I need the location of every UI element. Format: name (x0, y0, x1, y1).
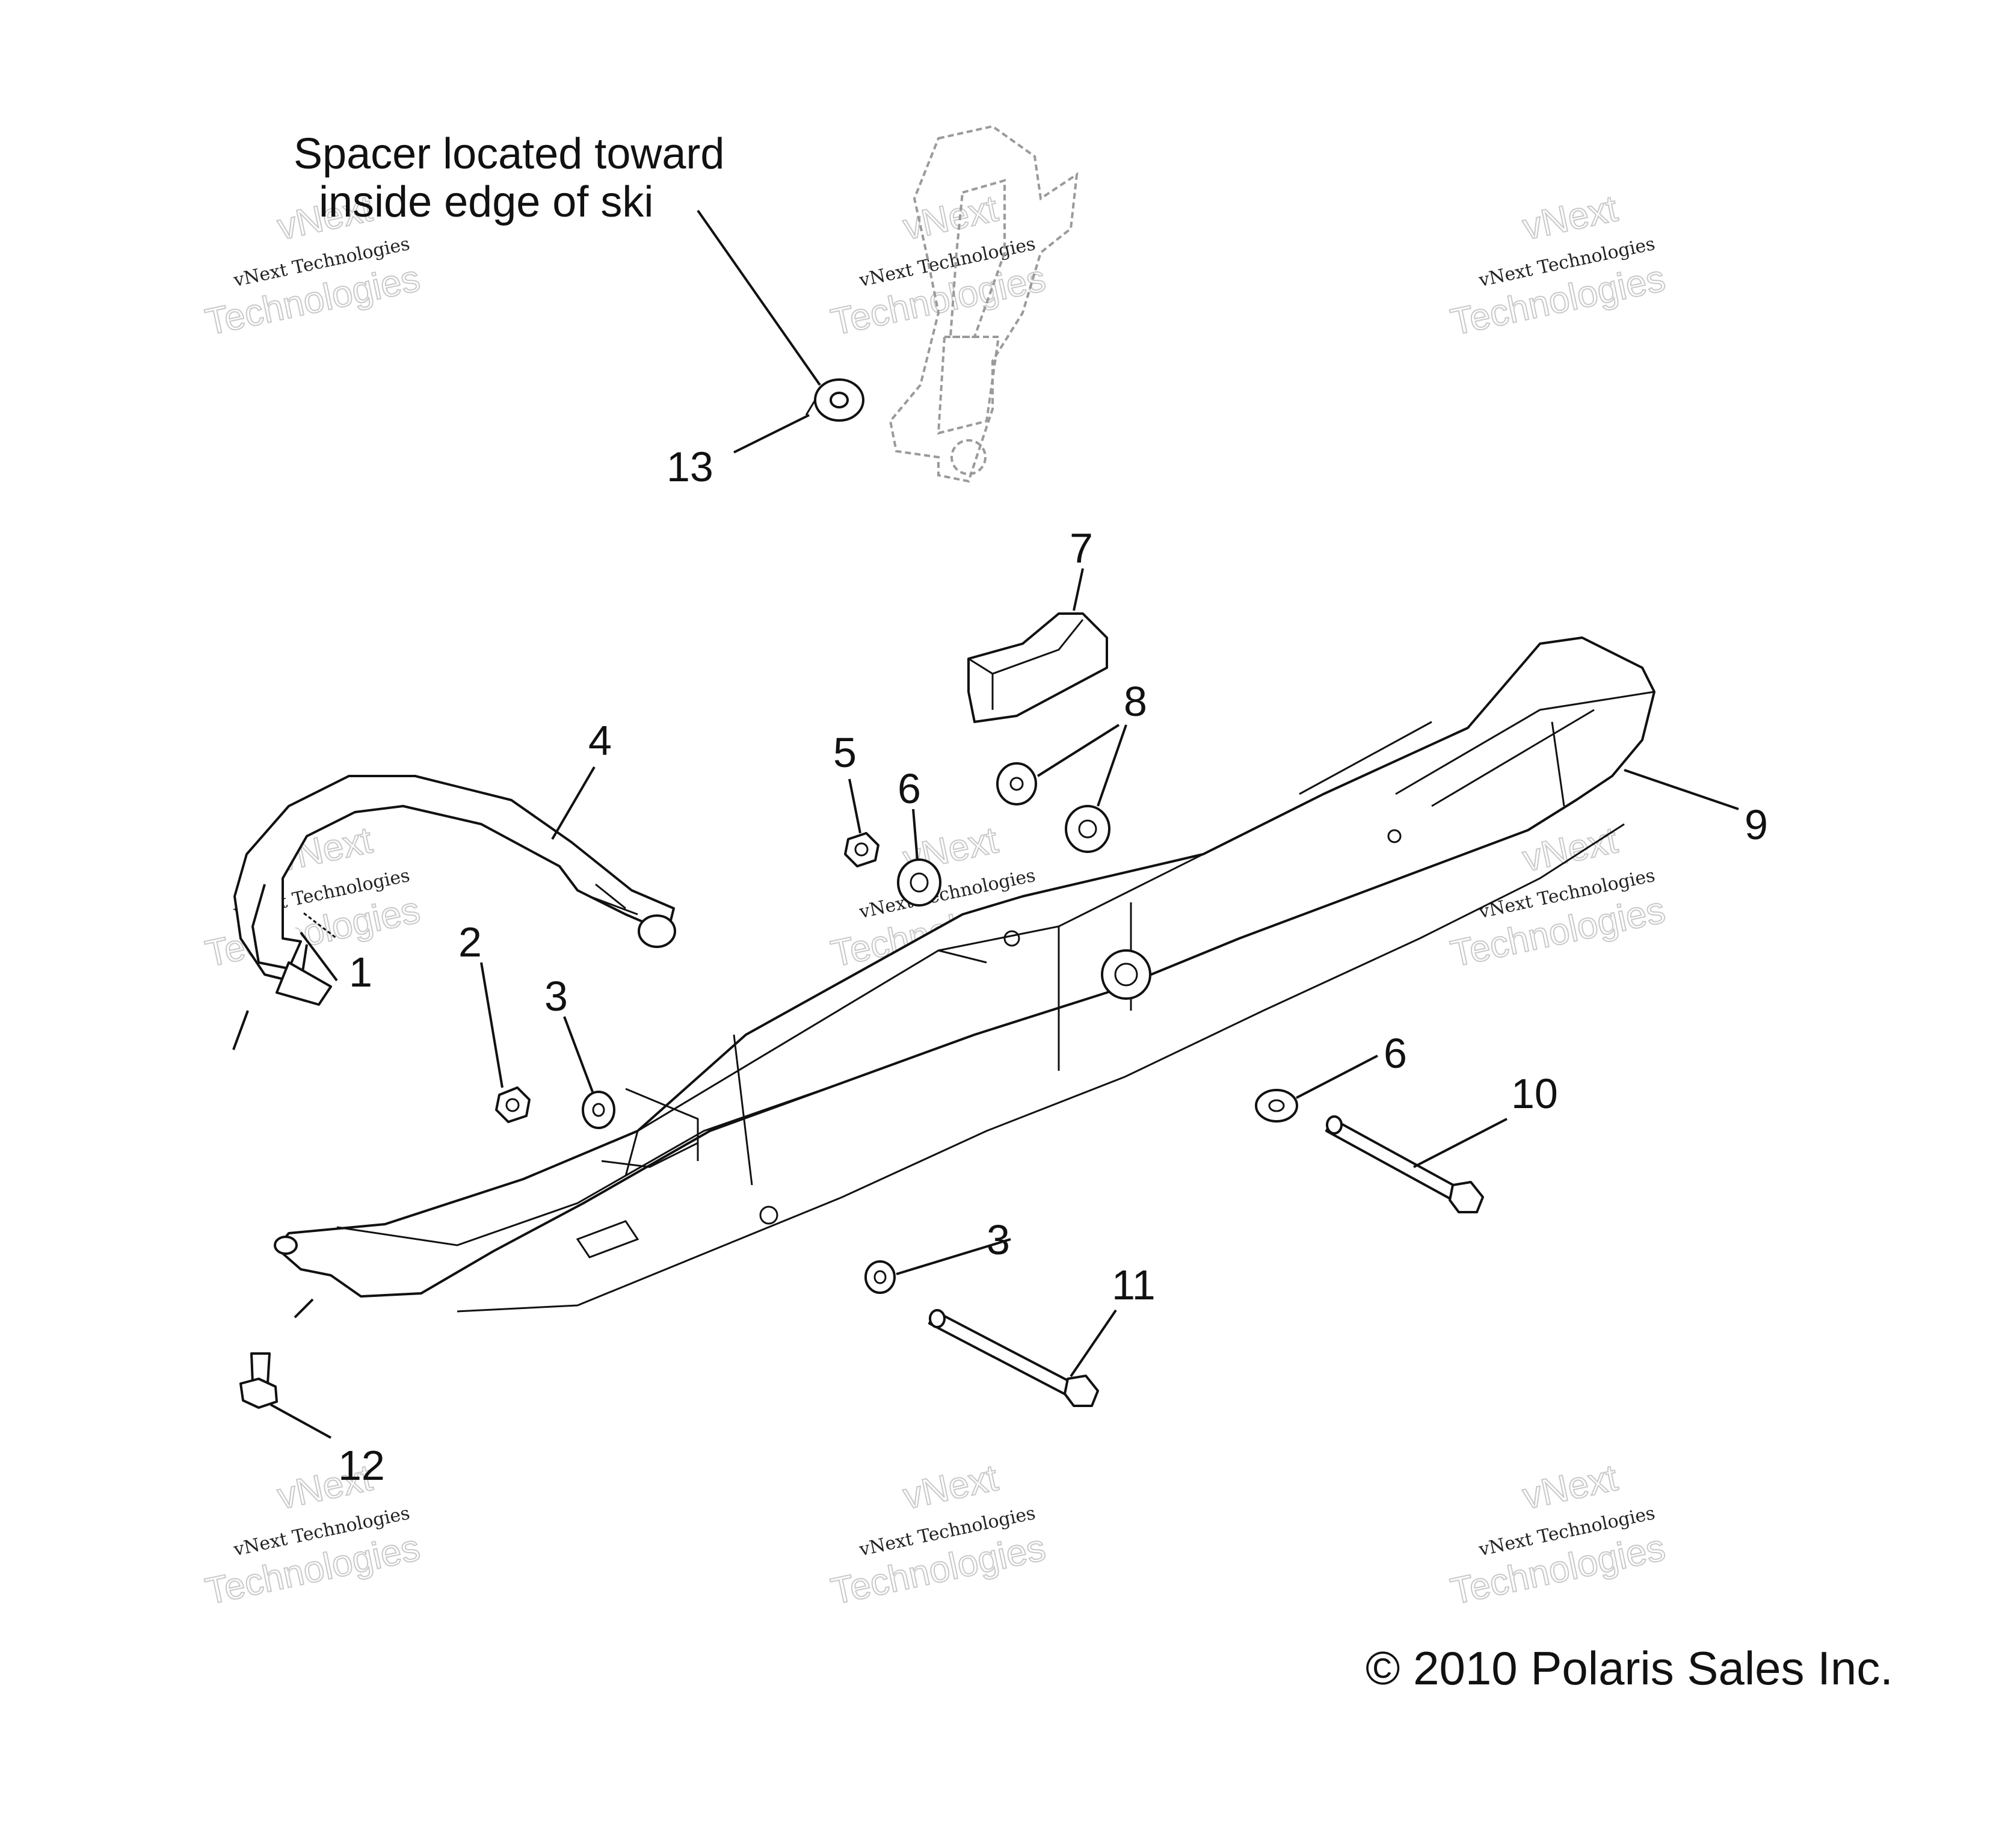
leader-8b (1097, 724, 1127, 807)
ski-body-9 (274, 636, 1656, 1313)
leader-lines (232, 209, 1739, 1439)
callout-4: 4 (588, 717, 612, 764)
leader-10 (1413, 1118, 1508, 1168)
washer-8a (996, 762, 1037, 805)
watermark-big-1: vNext (1519, 819, 1621, 879)
leader-9 (1624, 769, 1739, 810)
callout-7: 7 (1070, 525, 1093, 571)
washer-8b (1065, 805, 1110, 853)
leader-6-lower (1296, 1055, 1378, 1099)
washer-6-lower (1255, 1089, 1298, 1123)
nut-2 (495, 1086, 531, 1123)
note-line-2: inside edge of ski (319, 178, 653, 226)
leader-3-lower (896, 1238, 1011, 1275)
watermark-big-1: vNext (1519, 188, 1621, 248)
bolt-11 (928, 1309, 1099, 1407)
copyright: © 2010 Polaris Sales Inc. (1366, 1642, 1893, 1695)
wear-pad-7 (967, 612, 1108, 723)
leader-8a (1036, 724, 1120, 777)
callout-5: 5 (833, 729, 857, 776)
spacer-13 (805, 378, 864, 422)
callout-6-upper: 6 (898, 765, 921, 812)
note-line-1: Spacer located toward (294, 130, 724, 178)
washer-3-lower (864, 1260, 896, 1294)
callout-10: 10 (1511, 1070, 1558, 1117)
watermark-bottom-right: vNext vNext Technologies Technologies (1447, 1456, 1669, 1613)
leader-6-upper (912, 808, 919, 861)
watermark-top-center: vNext vNext Technologies Technologies (827, 187, 1050, 344)
leader-11 (1070, 1309, 1117, 1378)
leader-4 (551, 766, 596, 840)
watermark-bottom-center: vNext vNext Technologies Technologies (827, 1456, 1050, 1613)
leader-1 (300, 931, 338, 982)
leader-12b (294, 1298, 314, 1319)
washer-3-upper (582, 1091, 615, 1129)
watermark-big-1: vNext (899, 188, 1001, 248)
watermark-big-1: vNext (1519, 1457, 1621, 1517)
nut-5 (844, 832, 879, 867)
callout-12: 12 (338, 1442, 385, 1489)
leader-5 (848, 778, 861, 834)
callout-6-lower: 6 (1384, 1030, 1407, 1077)
watermark-big-1: vNext (899, 1457, 1001, 1517)
watermark-top-right: vNext vNext Technologies Technologies (1447, 187, 1669, 344)
callout-3-upper: 3 (544, 973, 568, 1020)
callout-11: 11 (1112, 1261, 1156, 1308)
leader-7 (1073, 568, 1084, 611)
bolt-10 (1325, 1115, 1484, 1213)
leader-3-upper (563, 1016, 594, 1092)
leader-2 (480, 962, 504, 1088)
callout-1: 1 (349, 949, 372, 996)
callout-3-lower: 3 (987, 1216, 1010, 1263)
handle-loop-4 (233, 775, 676, 985)
callout-2: 2 (458, 919, 482, 966)
leader-1b (232, 1010, 249, 1050)
leader-12 (270, 1403, 331, 1439)
callout-13: 13 (667, 443, 713, 490)
spindle-ghost (889, 125, 1079, 483)
watermark-bottom-left: vNext vNext Technologies Technologies (202, 1456, 424, 1613)
washer-6-upper (897, 858, 941, 907)
callout-9: 9 (1745, 801, 1768, 848)
callout-8: 8 (1124, 678, 1147, 725)
bolt-12 (239, 1352, 278, 1409)
leader-13 (733, 414, 810, 454)
leader-note (697, 209, 821, 386)
clip-1 (276, 912, 337, 1006)
